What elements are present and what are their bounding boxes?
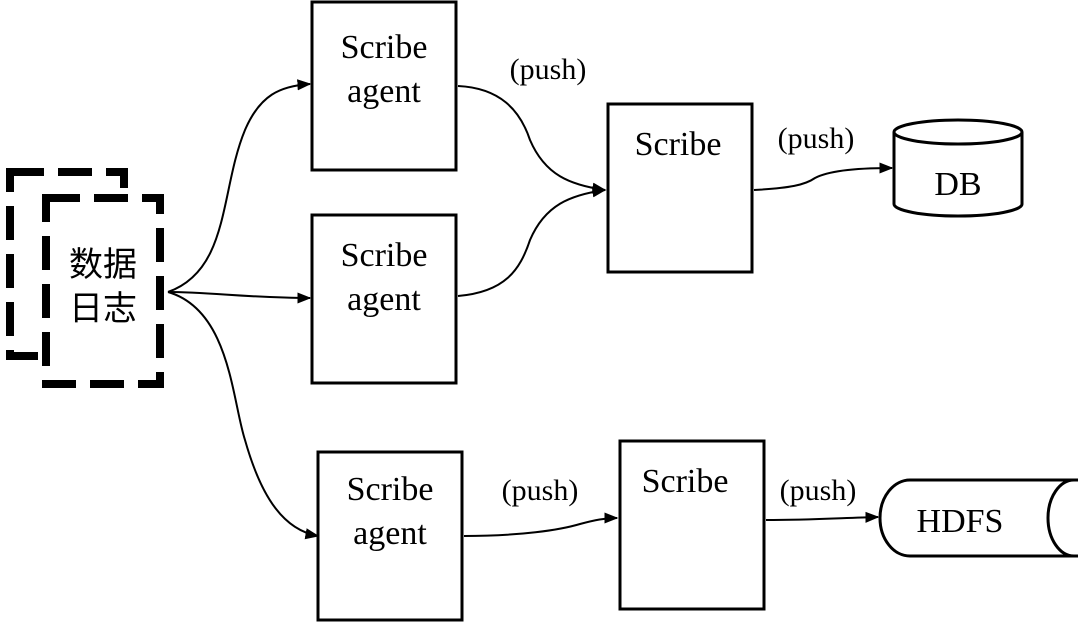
scribe-agent-3: Scribe agent (316, 450, 464, 622)
edge-agent-2-to-server-1 (457, 186, 607, 297)
edge-agent-3-to-server-2 (463, 512, 619, 537)
scribe-agent-2-box (310, 213, 458, 385)
edge-label-server-to-db-push: (push) (778, 122, 855, 155)
scribe-server-1: Scribe (606, 102, 754, 274)
scribe-agent-2-label-line2: agent (347, 281, 421, 318)
edge-log-to-agent-3 (167, 291, 320, 540)
scribe-agent-2-label-line1: Scribe (341, 237, 428, 274)
db-cylinder-top (892, 118, 1024, 146)
hdfs-label: HDFS (917, 503, 1004, 540)
scribe-agent-1: Scribe agent (310, 0, 458, 172)
hdfs-storage-node: HDFS (878, 478, 1078, 558)
edge-log-to-agent-1 (167, 79, 312, 293)
scribe-server-1-box (606, 102, 754, 274)
edge-label-agent-to-server-push: (push) (510, 53, 587, 86)
edge-server-1-to-db (753, 162, 894, 191)
scribe-agent-2: Scribe agent (310, 213, 458, 385)
scribe-server-1-label: Scribe (635, 126, 722, 163)
edge-agent-1-to-server-1 (457, 85, 607, 194)
scribe-agent-3-label-line2: agent (353, 515, 427, 552)
db-label: DB (934, 166, 981, 203)
edge-log-to-agent-2 (167, 291, 312, 304)
scribe-agent-1-label-line1: Scribe (341, 29, 428, 66)
scribe-server-2-label: Scribe (642, 463, 729, 500)
log-source-label-line2: 日志 (69, 290, 137, 328)
hdfs-cylinder-body (878, 478, 1078, 558)
scribe-agent-3-box (316, 450, 464, 622)
scribe-agent-1-box (310, 0, 458, 172)
log-source-label-line1: 数据 (69, 246, 137, 284)
scribe-agent-1-label-line2: agent (347, 73, 421, 110)
db-storage-node: DB (892, 118, 1024, 218)
scribe-server-2: Scribe (618, 439, 766, 611)
edge-label-server-to-hdfs-push: (push) (780, 474, 857, 507)
hdfs-cylinder-end (1046, 478, 1075, 558)
edge-server-2-to-hdfs (765, 511, 880, 523)
scribe-agent-3-label-line1: Scribe (347, 471, 434, 508)
log-source-front-frame (42, 194, 164, 388)
edge-label-bottom-agent-push: (push) (502, 474, 579, 507)
scribe-server-2-box (618, 439, 766, 611)
db-cylinder-body (892, 132, 1024, 218)
log-source-node: 数据 日志 (6, 168, 164, 388)
